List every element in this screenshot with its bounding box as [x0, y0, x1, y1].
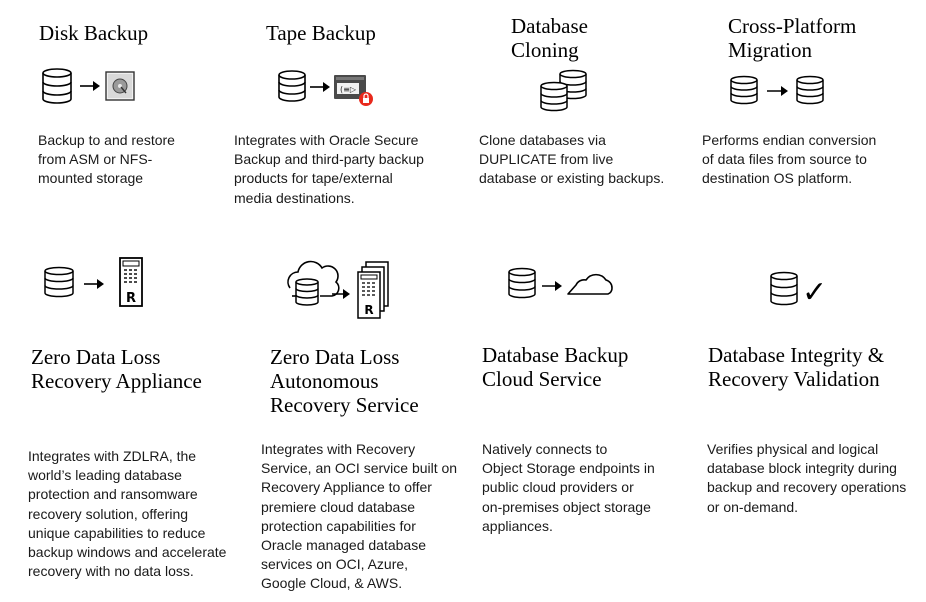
database-to-tape-icon: (≡▷ — [278, 70, 388, 110]
card-title: Database Integrity & Recovery Validation — [708, 343, 885, 391]
card-description: Integrates with Recovery Service, an OCI… — [261, 441, 458, 592]
card-description: Verifies physical and logical database b… — [707, 441, 907, 515]
database-clone-icon — [540, 69, 590, 112]
database-to-cloud-icon — [508, 267, 618, 304]
svg-text:R: R — [364, 303, 373, 317]
database-to-disk-icon — [42, 68, 142, 108]
card-title: Cross-Platform Migration — [728, 14, 857, 62]
check-icon: ✓ — [802, 275, 827, 310]
card-title: Database Backup Cloud Service — [482, 343, 629, 391]
card-description: Integrates with Oracle Secure Backup and… — [234, 132, 424, 206]
card-description: Clone databases via DUPLICATE from live … — [479, 132, 665, 187]
database-to-appliance-icon: R — [44, 256, 154, 310]
card-title: Tape Backup — [266, 21, 376, 45]
card-description: Backup to and restore from ASM or NFS- m… — [38, 132, 175, 187]
card-title: Zero Data Loss Recovery Appliance — [31, 345, 202, 393]
svg-text:(≡▷: (≡▷ — [340, 85, 357, 94]
database-check-icon: ✓ — [770, 271, 840, 310]
cloud-database-to-appliances-icon: R — [284, 260, 404, 324]
card-title: Zero Data Loss Autonomous Recovery Servi… — [270, 345, 419, 417]
card-description: Natively connects to Object Storage endp… — [482, 441, 655, 534]
card-title: Disk Backup — [39, 21, 149, 45]
card-title: Database Cloning — [511, 14, 588, 62]
svg-text:R: R — [126, 291, 136, 306]
database-migration-icon — [730, 75, 830, 108]
card-description: Integrates with ZDLRA, the world’s leadi… — [28, 448, 227, 580]
card-description: Performs endian conversion of data files… — [702, 132, 877, 187]
